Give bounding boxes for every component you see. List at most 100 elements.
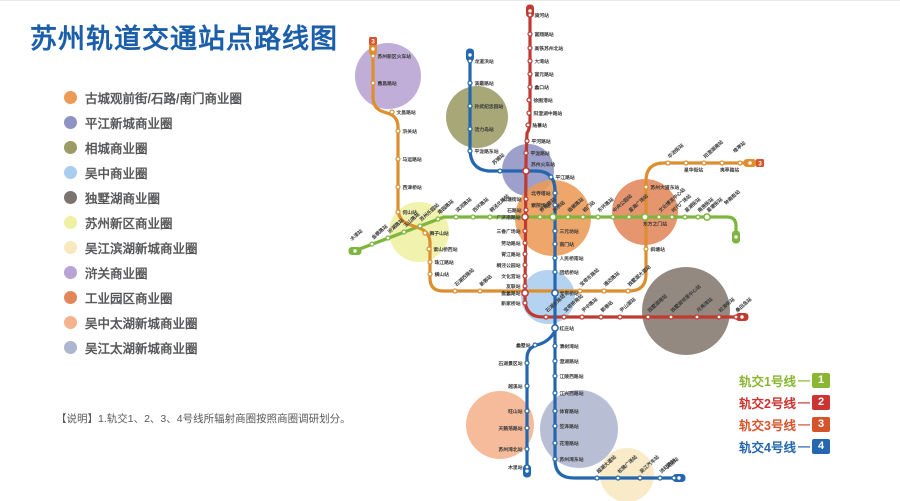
station-label: 富元路站 (535, 71, 554, 78)
station-dot (641, 213, 649, 221)
station-label: 察院场站 (531, 202, 550, 209)
footnote: 【说明】1.轨交1、2、3、4号线所辐射商圈按照商圈调研划分。 (56, 413, 351, 425)
station-label: 澄湖路站 (560, 358, 579, 365)
station-dot (527, 12, 533, 18)
station-dot (703, 213, 711, 221)
station-dot (549, 213, 557, 221)
station-dot (417, 223, 423, 229)
station-dot (552, 241, 558, 247)
station-dot (551, 289, 559, 297)
station-dot (719, 160, 725, 166)
station-dot (537, 214, 543, 220)
station-dot (626, 214, 632, 220)
station-dot (552, 456, 558, 462)
business-circle (446, 86, 508, 148)
station-label: 唯亭站 (732, 140, 748, 155)
legend-label: 工业园区商业圈 (85, 292, 173, 306)
station-label: 三香广场站 (497, 228, 521, 235)
station-dot (385, 235, 391, 241)
station-dot (395, 128, 401, 134)
station-label: 龙道浜站 (475, 58, 494, 65)
station-dot (524, 383, 530, 389)
station-dot (477, 288, 483, 294)
station-label: 平泷路站 (531, 150, 550, 157)
station-label: 东方之门站 (643, 221, 667, 228)
station-dot (532, 342, 538, 348)
station-label: 孙武纪念园站 (475, 103, 504, 110)
station-label: 溪霞路站 (475, 80, 494, 87)
station-label: 北寺塔站 (531, 190, 550, 197)
station-label: 陆慕站 (533, 122, 548, 129)
line-legend-label: 轨交4号线 (739, 440, 796, 455)
station-dot (427, 259, 433, 265)
legend-label: 吴中商业圈 (85, 167, 148, 181)
station-label: 夷亭路站 (720, 167, 739, 174)
legend-item: 工业园区商业圈 (64, 285, 242, 310)
station-dot (657, 475, 663, 481)
station-dot (561, 314, 567, 320)
station-dot (522, 167, 530, 175)
line-number-badge: 3 (812, 416, 830, 432)
station-dot (601, 288, 607, 294)
station-dot (552, 390, 558, 396)
legend-item: 平江新城商业圈 (64, 110, 242, 135)
station-label: 郭巷站 (599, 299, 615, 314)
station-label: 惠昌路站 (378, 80, 397, 87)
station-dot (470, 214, 476, 220)
legend-item: 古城观前街/石路/南门商业圈 (64, 85, 242, 110)
legend-color-dot (64, 291, 77, 304)
station-label: 浒关站 (403, 128, 418, 135)
legend-item: 浒关商业圈 (64, 260, 242, 285)
legend-color-dot (64, 341, 77, 354)
station-dot (370, 53, 376, 59)
legend-label: 平江新城商业圈 (85, 117, 173, 131)
station-label: 南门站 (560, 241, 575, 248)
legend-color-dot (64, 191, 77, 204)
line-legend-item: 轨交2号线—2 (728, 391, 830, 413)
station-dot (656, 214, 662, 220)
station-dot (426, 246, 432, 252)
station-dot (497, 168, 503, 174)
business-circle (466, 391, 534, 459)
station-label: 苏州火车站 (531, 161, 555, 168)
station-label: 桐泾公园站 (497, 262, 521, 269)
station-label: 花港路站 (560, 440, 579, 447)
legend-color-dot (64, 241, 77, 254)
legend-label: 吴江太湖新城商业圈 (85, 342, 198, 356)
station-label: 木里站 (507, 464, 523, 471)
business-circle (389, 202, 449, 262)
station-dot (527, 58, 533, 64)
station-dot (577, 288, 583, 294)
station-dot (467, 58, 473, 64)
station-dot (580, 214, 586, 220)
station-dot (369, 241, 375, 247)
terminal-dot (528, 9, 532, 13)
station-dot (522, 262, 528, 268)
business-circle (600, 448, 654, 501)
station-label: 石湖景区站 (498, 360, 523, 367)
legend-item: 吴中商业圈 (64, 160, 242, 185)
station-dot (524, 446, 530, 452)
station-dot (526, 97, 532, 103)
legend-item: 独墅湖商业圈 (64, 185, 242, 210)
station-label: 西环路站 (471, 196, 490, 214)
station-label: 人民桥南站 (560, 255, 584, 262)
station-label: 平河路站 (532, 138, 551, 145)
station-label: 苏州大道东站 (651, 184, 680, 191)
station-label: 马运路站 (403, 156, 422, 163)
station-dot (523, 150, 529, 156)
station-dot (526, 110, 532, 116)
line-legend-label: 轨交1号线 (739, 374, 796, 389)
station-label: 笠泽路站 (559, 423, 579, 430)
station-dot (521, 289, 529, 297)
station-dot (524, 138, 530, 144)
station-dot (552, 269, 558, 275)
station-label: 华池街站 (666, 142, 685, 160)
station-dot (683, 160, 689, 166)
station-label: 石湖西路站 (452, 267, 475, 289)
legend-label: 相城商业圈 (85, 142, 148, 156)
station-dot (527, 84, 533, 90)
station-dot (610, 214, 616, 220)
